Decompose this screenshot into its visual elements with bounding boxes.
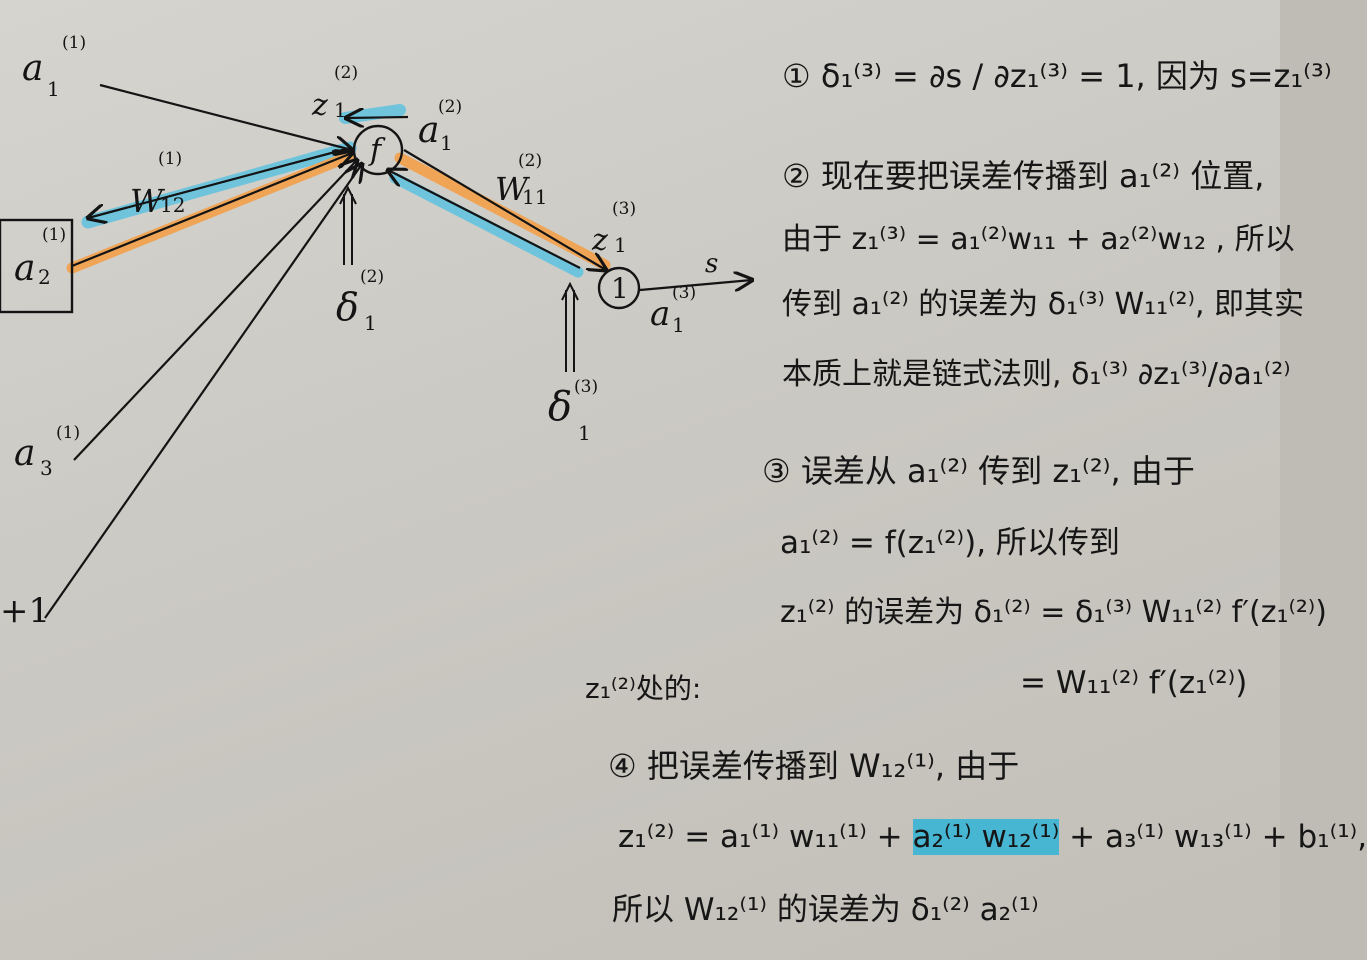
edge-bias-to-f	[44, 164, 362, 619]
note-step-2-line-3: 传到 a₁⁽²⁾ 的误差为 δ₁⁽³⁾ W₁₁⁽²⁾, 即其实	[782, 287, 1305, 322]
svg-text:δ: δ	[336, 285, 359, 329]
backprop-arrow-w11	[388, 170, 581, 269]
note-side-remark: z₁⁽²⁾处的:	[585, 672, 702, 705]
svg-text:1: 1	[334, 98, 347, 122]
orange-highlight-w11	[394, 152, 611, 271]
svg-text:(2): (2)	[518, 151, 542, 171]
label-a1-3: a 1 (3)	[650, 283, 696, 337]
label-s-output: s	[705, 249, 718, 279]
backprop-arrow-z12	[346, 117, 409, 118]
svg-text:3: 3	[40, 456, 53, 480]
svg-text:δ: δ	[548, 384, 572, 430]
node-a2-box	[0, 218, 74, 314]
label-z1-2: z 1 (2)	[311, 63, 358, 123]
edge-one-to-s	[639, 280, 752, 290]
note-step-3-line-1: ③ 误差从 a₁⁽²⁾ 传到 z₁⁽²⁾, 由于	[762, 452, 1195, 490]
svg-text:a: a	[22, 48, 43, 89]
svg-text:(1): (1)	[42, 225, 66, 245]
note-step-4-line-2-post: + a₃⁽¹⁾ w₁₃⁽¹⁾ + b₁⁽¹⁾,	[1059, 819, 1367, 855]
backprop-highlights	[66, 104, 611, 278]
svg-text:z: z	[311, 88, 328, 123]
note-step-3-line-3: z₁⁽²⁾ 的误差为 δ₁⁽²⁾ = δ₁⁽³⁾ W₁₁⁽²⁾ f′(z₁⁽²⁾…	[780, 595, 1327, 630]
note-step-4-highlighted-term: a₂⁽¹⁾ w₁₂⁽¹⁾	[912, 819, 1060, 855]
backprop-arrow-w12	[88, 146, 351, 218]
svg-text:a: a	[14, 433, 35, 474]
note-step-4-line-2: z₁⁽²⁾ = a₁⁽¹⁾ w₁₁⁽¹⁾ + a₂⁽¹⁾ w₁₂⁽¹⁾ + a₃…	[618, 819, 1367, 855]
svg-text:a: a	[14, 248, 35, 289]
label-a1-2: a 1 (2)	[418, 97, 462, 155]
label-a3-1: a 3 (1)	[14, 423, 80, 480]
note-step-2-line-1: ② 现在要把误差传播到 a₁⁽²⁾ 位置,	[782, 157, 1265, 195]
label-w11-2: W 11 (2)	[495, 151, 547, 209]
blue-highlight-w11	[389, 172, 584, 278]
edge-a2-to-f	[71, 153, 352, 268]
svg-text:(3): (3)	[672, 283, 696, 303]
svg-text:(2): (2)	[334, 63, 358, 83]
note-step-4-line-3: 所以 W₁₂⁽¹⁾ 的误差为 δ₁⁽²⁾ a₂⁽¹⁾	[612, 892, 1039, 928]
svg-text:(2): (2)	[360, 267, 384, 287]
svg-text:(3): (3)	[612, 199, 636, 219]
svg-text:a: a	[418, 110, 439, 151]
note-step-2-line-2: 由于 z₁⁽³⁾ = a₁⁽²⁾w₁₁ + a₂⁽²⁾w₁₂ , 所以	[782, 222, 1295, 257]
note-step-3-line-2: a₁⁽²⁾ = f(z₁⁽²⁾), 所以传到	[780, 525, 1120, 561]
svg-text:11: 11	[522, 185, 547, 209]
note-step-2-line-4: 本质上就是链式法则, δ₁⁽³⁾ ∂z₁⁽³⁾/∂a₁⁽²⁾	[782, 357, 1291, 392]
note-step-3-line-4: = W₁₁⁽²⁾ f′(z₁⁽²⁾)	[1020, 665, 1248, 701]
label-z1-3: z 1 (3)	[591, 199, 636, 258]
svg-text:1: 1	[364, 311, 377, 335]
node-one: 1	[597, 266, 641, 310]
svg-text:(2): (2)	[438, 97, 462, 117]
svg-text:2: 2	[38, 265, 51, 289]
svg-text:1: 1	[672, 313, 685, 337]
note-step-4-line-1: ④ 把误差传播到 W₁₂⁽¹⁾, 由于	[608, 747, 1020, 785]
orange-highlight-w12	[66, 150, 356, 274]
node-one-label: 1	[611, 272, 629, 305]
svg-text:(3): (3)	[574, 377, 598, 397]
svg-text:12: 12	[160, 193, 185, 217]
edge-a3-to-f	[73, 160, 357, 461]
node-f: f	[352, 124, 404, 176]
svg-text:(1): (1)	[56, 423, 80, 443]
delta-arrows	[339, 185, 579, 372]
svg-text:1: 1	[440, 131, 453, 155]
node-f-label: f	[368, 133, 386, 168]
svg-text:a: a	[650, 294, 670, 334]
edge-a1-to-f	[99, 83, 352, 150]
svg-text:(1): (1)	[62, 33, 86, 53]
svg-text:(1): (1)	[158, 149, 182, 169]
label-delta1-2: δ 1 (2)	[336, 267, 384, 335]
label-a2-1: a 2 (1)	[14, 225, 66, 289]
input-edges	[44, 83, 752, 619]
svg-text:1: 1	[614, 233, 627, 257]
svg-text:W: W	[130, 182, 166, 220]
label-w12-1: W 12 (1)	[130, 149, 185, 220]
note-step-4-line-2-pre: z₁⁽²⁾ = a₁⁽¹⁾ w₁₁⁽¹⁾ +	[618, 819, 913, 855]
svg-text:1: 1	[47, 77, 60, 101]
label-bias: +1	[0, 591, 50, 631]
svg-text:z: z	[591, 223, 608, 258]
edge-f-to-one	[403, 149, 606, 270]
svg-text:1: 1	[578, 421, 591, 445]
label-a1-1: a 1 (1)	[22, 33, 86, 101]
label-delta1-3: δ 1 (3)	[548, 377, 598, 445]
svg-text:W: W	[495, 170, 531, 208]
network-diagram: f 1 a 1 (1) a 2 (1) a 3 (1) +1 z 1 (2)	[0, 33, 1280, 631]
note-step-1: ① δ₁⁽³⁾ = ∂s / ∂z₁⁽³⁾ = 1, 因为 s=z₁⁽³⁾	[782, 57, 1332, 95]
